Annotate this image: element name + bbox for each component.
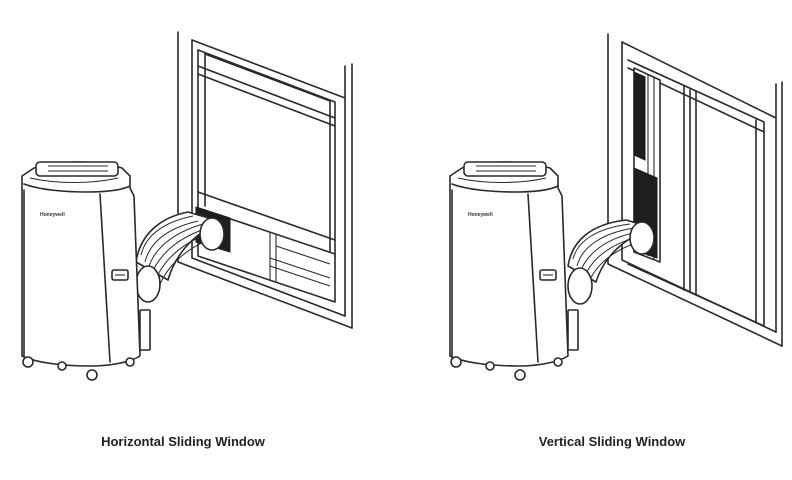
vertical-window-slider-kit — [634, 68, 660, 262]
horizontal-ac-unit: Honeywell — [22, 162, 150, 380]
horizontal-window-frame — [178, 32, 352, 328]
vertical-window-frame — [608, 34, 782, 346]
horizontal-exhaust-hose — [136, 212, 224, 302]
vertical-ac-brand: Honeywell — [468, 212, 493, 218]
vertical-ac-unit: Honeywell — [450, 162, 578, 380]
vertical-window-scene: Honeywell — [450, 34, 782, 380]
vertical-exhaust-hose — [568, 220, 654, 304]
vertical-window-caption: Vertical Sliding Window — [538, 434, 686, 449]
horizontal-window-caption: Horizontal Sliding Window — [101, 434, 265, 449]
horizontal-window-scene: Honeywell — [22, 32, 352, 380]
horizontal-ac-brand: Honeywell — [40, 212, 65, 218]
